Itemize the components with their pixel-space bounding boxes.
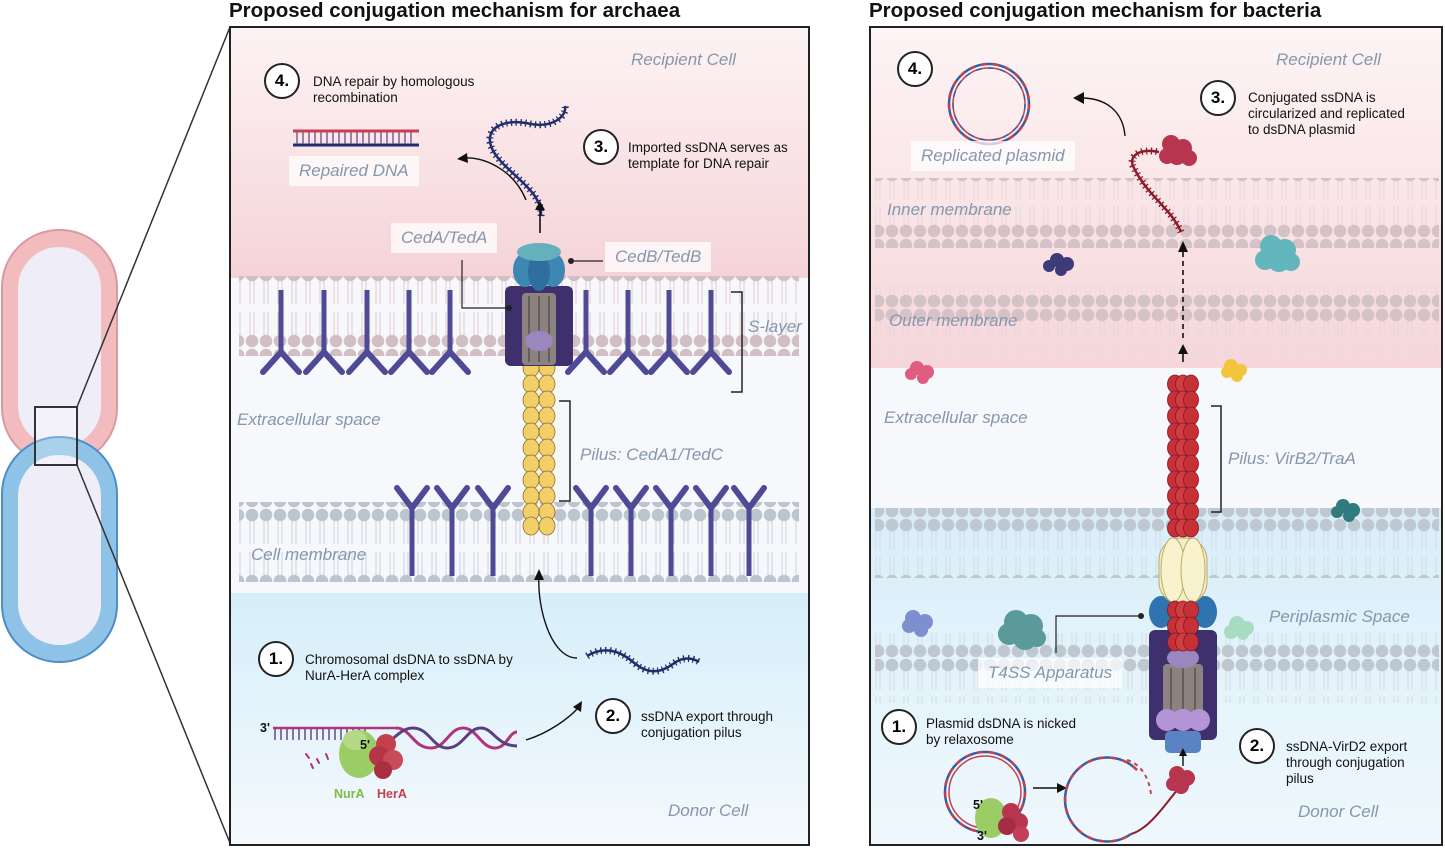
archaea-step-4-text: DNA repair by homologous recombination [313, 74, 475, 105]
relaxosome-complex [975, 798, 1029, 842]
repaired-dna-label: Repaired DNA [289, 156, 419, 186]
outer-membrane [875, 286, 1439, 356]
bacteria-step-3-text: Conjugated ssDNA is circularized and rep… [1248, 90, 1405, 137]
nura-label: NurA [334, 787, 365, 801]
bacteria-recipient-cell-label: Recipient Cell [1276, 50, 1381, 69]
bacteria-donor-cell-label: Donor Cell [1298, 802, 1379, 821]
inner-membrane [875, 178, 1439, 248]
zoom-lines [76, 26, 231, 844]
cell-membrane-label: Cell membrane [251, 545, 367, 564]
archaea-panel-title: Proposed conjugation mechanism for archa… [229, 0, 681, 22]
archaea-donor-region [231, 593, 808, 844]
hera-label: HerA [377, 787, 407, 801]
bacteria-pilus-bracket [1211, 405, 1222, 513]
ceda-teda-label: CedA/TedA [391, 223, 498, 253]
t4ss-label: T4SS Apparatus [978, 658, 1123, 688]
archaea-pilus-bracket [559, 400, 571, 502]
five-prime-label-archaea: 5' [360, 738, 370, 752]
bacteria-panel-title: Proposed conjugation mechanism for bacte… [869, 0, 1322, 22]
bacteria-scene [871, 28, 1441, 844]
bacteria-step-3-badge: 3. [1200, 80, 1236, 116]
imported-ssdna [488, 105, 567, 217]
bacteria-step-2-text: ssDNA-VirD2 export through conjugation p… [1286, 739, 1408, 786]
repaired-dna-ladder [293, 129, 419, 147]
archaea-pilus-label: Pilus: CedA1/TedC [580, 445, 724, 464]
archaea-panel: Recipient Cell Donor Cell CedA/TedA CedB… [229, 26, 810, 846]
archaea-extracellular-label: Extracellular space [237, 410, 381, 429]
cedb-tedb-label: CedB/TedB [605, 242, 712, 272]
bacteria-panel: Recipient Cell Donor Cell Replicated pla… [869, 26, 1443, 846]
five-prime-label-bacteria: 5' [973, 798, 983, 812]
inner-membrane-label: Inner membrane [887, 200, 1012, 219]
archaea-recipient-cell-label: Recipient Cell [631, 50, 736, 69]
membrane-proteins [902, 235, 1360, 650]
outer-membrane-label: Outer membrane [889, 311, 1018, 330]
ceda-pointer-line [461, 260, 509, 309]
archaea-step-3-text: Imported ssDNA serves as template for DN… [628, 140, 788, 171]
vird2-protein-recipient [1159, 135, 1197, 166]
slayer-bracket [731, 291, 743, 393]
bacteria-pilus [1167, 374, 1199, 652]
archaea-step-1-badge: 1. [258, 641, 294, 677]
t4ss-pointer-line [1055, 615, 1141, 653]
donor-plasmid-unwinding [1063, 756, 1178, 843]
bacteria-extracellular-label: Extracellular space [884, 408, 1028, 427]
archaea-donor-cell-label: Donor Cell [668, 801, 749, 820]
replicated-plasmid-label: Replicated plasmid [911, 141, 1075, 171]
bacteria-step-1-text: Plasmid dsDNA is nicked by relaxosome [926, 716, 1077, 747]
bacteria-step-4-badge: 4. [897, 51, 933, 87]
t4ss-apparatus [1149, 537, 1217, 753]
bacteria-step-1-badge: 1. [881, 709, 917, 745]
zoom-region-box [34, 406, 78, 466]
archaea-cell-membrane [239, 502, 799, 582]
nura-hera-complex [339, 730, 403, 779]
periplasmic-space-label: Periplasmic Space [1269, 607, 1410, 626]
three-prime-label-archaea: 3' [260, 721, 270, 735]
archaea-step-2-badge: 2. [595, 698, 631, 734]
vird2-protein-donor [1166, 766, 1195, 794]
archaea-step-3-badge: 3. [583, 129, 619, 165]
slayer-label: S-layer [748, 317, 802, 336]
archaea-step-2-text: ssDNA export through conjugation pilus [641, 709, 774, 740]
archaea-scene [231, 28, 808, 844]
archaea-step-4-badge: 4. [264, 63, 300, 99]
archaea-step-1-text: Chromosomal dsDNA to ssDNA by NurA-HerA … [305, 652, 513, 683]
three-prime-label-bacteria: 3' [977, 829, 987, 843]
ceda-tedb-complex [505, 243, 573, 366]
bacteria-pilus-label: Pilus: VirB2/TraA [1228, 449, 1356, 468]
bacteria-step-2-badge: 2. [1239, 728, 1275, 764]
archaea-recipient-region [231, 28, 808, 278]
